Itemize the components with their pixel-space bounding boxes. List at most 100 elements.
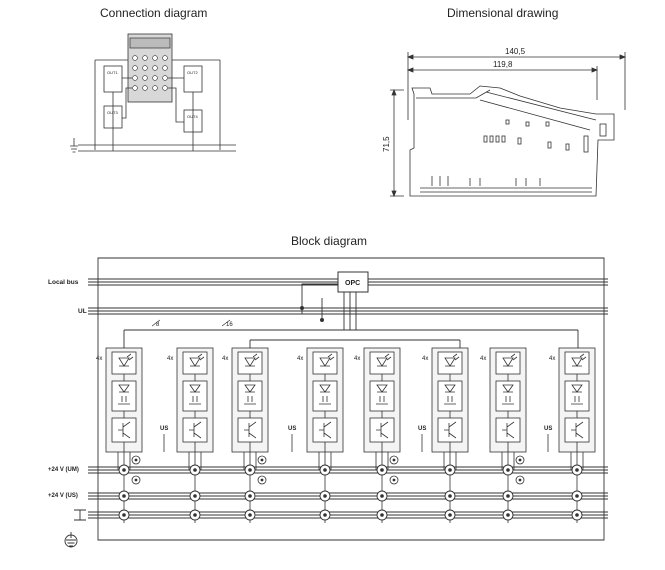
channel-count-label: 4x (422, 356, 428, 362)
switch-block (312, 417, 338, 443)
led-icon (571, 353, 587, 367)
us-tag-label: US (160, 426, 168, 432)
channel-module (558, 347, 596, 523)
channel-count-label: 4x (480, 356, 486, 362)
optocoupler-icon (571, 384, 583, 405)
led-icon (502, 353, 518, 367)
optocoupler-icon (244, 384, 256, 405)
channel-count-label: 4x (167, 356, 173, 362)
optocoupler-icon (118, 384, 130, 405)
terminal-point-icon (319, 464, 331, 476)
channel-count-label: 4x (354, 356, 360, 362)
terminal-point-icon (444, 490, 456, 502)
channel-module (231, 347, 269, 523)
led-icon (118, 353, 134, 367)
us-tag-label: US (288, 426, 296, 432)
channel-module (306, 347, 344, 523)
opc-block: OPC (337, 271, 369, 293)
us-tag-label: US (418, 426, 426, 432)
out3-label: OUT3 (107, 110, 118, 115)
dimensional-drawing (390, 52, 627, 198)
transistor-icon (571, 421, 584, 439)
rail-label-ul: UL (78, 308, 87, 315)
junction-dots (300, 306, 324, 322)
bus-count-8: 8 (156, 322, 160, 328)
terminal-point-icon (376, 509, 388, 521)
rail-label-local-bus: Local bus (48, 279, 79, 286)
led-icon (189, 353, 205, 367)
terminal-point-icon (376, 490, 388, 502)
optocoupler-icon (444, 384, 456, 405)
optocoupler-block (369, 380, 395, 412)
rail-label-24v-um: +24 V (UM) (48, 467, 79, 473)
terminal-point-icon (118, 464, 130, 476)
switch-block (564, 417, 590, 443)
terminal-point-icon (502, 464, 514, 476)
dimensional-drawing-title: Dimensional drawing (447, 6, 559, 20)
transistor-icon (444, 421, 457, 439)
opc-label: OPC (345, 280, 360, 287)
terminal-point-icon (571, 464, 583, 476)
terminal-point-icon (131, 475, 141, 485)
led-block (564, 351, 590, 375)
led-icon (319, 353, 335, 367)
channel-count-label: 4x (297, 356, 303, 362)
terminal-point-icon (444, 509, 456, 521)
led-icon (244, 353, 260, 367)
connection-diagram (78, 33, 236, 152)
block-diagram-frame (88, 257, 608, 541)
terminal-point-icon (189, 509, 201, 521)
switch-block (495, 417, 521, 443)
channel-module (176, 347, 214, 523)
terminal-point-icon (189, 490, 201, 502)
optocoupler-block (111, 380, 137, 412)
led-icon (376, 353, 392, 367)
terminal-point-icon (502, 490, 514, 502)
channel-module (489, 347, 527, 523)
optocoupler-block (564, 380, 590, 412)
led-block (111, 351, 137, 375)
optocoupler-icon (189, 384, 201, 405)
terminal-point-icon (189, 464, 201, 476)
channel-module (363, 347, 401, 523)
optocoupler-icon (319, 384, 331, 405)
out4-label: OUT4 (187, 114, 198, 119)
terminal-point-icon (118, 490, 130, 502)
optocoupler-block (182, 380, 208, 412)
led-block (237, 351, 263, 375)
led-block (312, 351, 338, 375)
bus-count-16: 16 (226, 322, 233, 328)
transistor-icon (118, 421, 131, 439)
optocoupler-block (237, 380, 263, 412)
terminal-point-icon (571, 490, 583, 502)
led-block (495, 351, 521, 375)
terminal-point-icon (118, 509, 130, 521)
led-block (182, 351, 208, 375)
terminal-point-icon (376, 464, 388, 476)
dimension-total-length: 140,5 (505, 47, 526, 56)
dimension-height: 71,5 (382, 136, 391, 152)
terminal-point-icon (515, 455, 525, 465)
out2-label: OUT2 (187, 70, 198, 75)
optocoupler-icon (376, 384, 388, 405)
us-tag-label: US (544, 426, 552, 432)
channel-count-label: 4x (96, 356, 102, 362)
connection-diagram-title: Connection diagram (100, 6, 208, 20)
switch-block (437, 417, 463, 443)
led-block (437, 351, 463, 375)
switch-block (369, 417, 395, 443)
transistor-icon (376, 421, 389, 439)
terminal-point-icon (131, 455, 141, 465)
led-icon (444, 353, 460, 367)
terminal-point-icon (389, 455, 399, 465)
terminal-point-icon (571, 509, 583, 521)
transistor-icon (502, 421, 515, 439)
terminal-point-icon (389, 475, 399, 485)
terminal-point-icon (319, 490, 331, 502)
optocoupler-block (312, 380, 338, 412)
channel-count-label: 4x (549, 356, 555, 362)
switch-block (182, 417, 208, 443)
channel-module (105, 347, 143, 523)
terminal-point-icon (502, 509, 514, 521)
